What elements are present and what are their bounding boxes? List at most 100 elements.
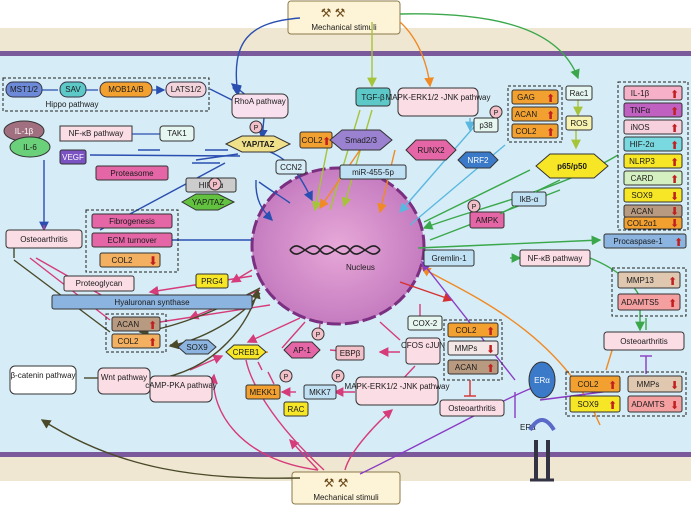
runx2-node (405, 139, 457, 161)
down-arrow-icon: ⬇ (670, 191, 679, 203)
svg-text:P: P (316, 332, 321, 339)
svg-text:iNOS: iNOS (630, 123, 649, 132)
svg-text:IL-1β: IL-1β (631, 89, 650, 98)
osteoarthritis-left: Osteoarthritis (20, 235, 68, 244)
svg-text:SOX9: SOX9 (186, 343, 208, 352)
wnt-node: Wnt pathway (101, 373, 147, 382)
proteasome-node: Proteasome (110, 169, 154, 178)
smad-node (329, 129, 393, 151)
up-arrow-icon: ⬆ (674, 237, 683, 249)
svg-text:COL2: COL2 (516, 127, 537, 136)
nfkb-left: NF-κB pathway (69, 129, 124, 138)
up-arrow-icon: ⬆ (546, 93, 555, 105)
up-arrow-icon: ⬆ (670, 89, 679, 101)
down-arrow-icon: ⬇ (670, 400, 679, 412)
sav-node: SAV (65, 85, 81, 94)
up-arrow-icon: ⬆ (546, 127, 555, 139)
svg-text:P: P (472, 204, 477, 211)
svg-text:NRF2: NRF2 (468, 156, 489, 165)
tak1-node: TAK1 (167, 129, 187, 138)
ampk-node: AMPK (476, 216, 499, 225)
svg-text:COL2: COL2 (112, 256, 133, 265)
rac-node: RAC (288, 405, 305, 414)
down-arrow-icon: ⬇ (670, 206, 679, 218)
up-arrow-icon: ⬆ (670, 123, 679, 135)
osteoarthritis-center: Osteoarthritis (448, 404, 496, 413)
nrf2-node (457, 151, 499, 169)
down-arrow-icon: ⬇ (670, 218, 679, 230)
procaspase-node: Procaspase-1 (613, 237, 663, 246)
yaptaz2-node (180, 193, 236, 211)
p65p50-node (535, 153, 609, 179)
up-arrow-icon: ⬆ (668, 298, 677, 310)
svg-text:COL2α1: COL2α1 (627, 219, 658, 228)
ccn2-node: CCN2 (280, 163, 302, 172)
up-arrow-icon: ⬆ (670, 106, 679, 118)
mir455-node: miR-455-5p (352, 168, 394, 177)
hammer-icon: ⚒ ⚒ (324, 476, 349, 490)
up-arrow-icon: ⬆ (148, 320, 157, 332)
svg-text:P: P (213, 182, 218, 189)
cfos-node: CFOS cJUN (401, 341, 445, 350)
svg-text:Fibrogenesis: Fibrogenesis (109, 217, 155, 226)
gag-acan-col2-right: GAG ⬆ ACAN ⬆ COL2 ⬆ (507, 85, 563, 143)
svg-text:COL2: COL2 (118, 337, 139, 346)
up-arrow-icon: ⬆ (148, 337, 157, 349)
up-arrow-icon: ⬆ (670, 140, 679, 152)
hippo-label: Hippo pathway (46, 100, 99, 109)
bcatenin-node: β-catenin pathway (10, 371, 75, 380)
up-arrow-icon: ⬆ (668, 276, 677, 288)
mapk-bottom-node: MAPK-ERK1/2 -JNK pathway (345, 382, 450, 391)
svg-text:P: P (284, 374, 289, 381)
svg-text:ACAN: ACAN (631, 207, 653, 216)
svg-text:COL2: COL2 (578, 380, 599, 389)
mst-node: MST1/2 (10, 85, 39, 94)
hippo-pathway-group: MST1/2 SAV MOB1A/B LATS1/2 Hippo pathway (2, 77, 210, 112)
cox2-node: COX-2 (413, 319, 438, 328)
lats-node: LATS1/2 (171, 85, 202, 94)
svg-text:IL-6: IL-6 (23, 143, 37, 152)
proteoglycan-node: Proteoglycan (76, 279, 123, 288)
down-arrow-icon: ⬇ (670, 380, 679, 392)
svg-text:CARD: CARD (631, 174, 654, 183)
svg-text:Smad2/3: Smad2/3 (345, 136, 378, 145)
p38-node: p38 (479, 121, 493, 130)
inflammatory-markers: IL-1β ⬆ TNFα ⬆ iNOS ⬆ HIF-2α ⬆ NLRP3 ⬆ C… (617, 81, 689, 231)
gremlin-node: Gremlin-1 (431, 254, 467, 263)
phospho-badge: P (254, 125, 259, 132)
rhoa-node: RhoA pathway (234, 97, 286, 106)
prg4-node: PRG4 (201, 277, 223, 286)
hyaluronan-node: Hyaluronan synthase (114, 298, 190, 307)
nfkb-right: NF-κB pathway (528, 254, 583, 263)
svg-text:TNFα: TNFα (630, 106, 651, 115)
svg-text:SOX9: SOX9 (631, 191, 653, 200)
tgfb-node: TGF-β (361, 93, 385, 102)
svg-text:COL2: COL2 (456, 326, 477, 335)
ap1-node (283, 341, 321, 359)
mechanical-stimuli-bottom: ⚒ ⚒ Mechanical stimuli (291, 471, 401, 505)
svg-text:CREB1: CREB1 (233, 348, 260, 357)
fibro-group: Fibrogenesis ECM turnover COL2 ⬇ (85, 209, 179, 273)
svg-text:ACAN: ACAN (455, 363, 477, 372)
acan-col2-left: ACAN ⬆ COL2 ⬆ (105, 313, 167, 353)
era-receptor-icon (528, 418, 556, 482)
nucleus-label: Nucleus (346, 263, 375, 272)
svg-text:IL-1β: IL-1β (15, 127, 34, 136)
svg-text:Mechanical stimuli: Mechanical stimuli (313, 493, 379, 502)
ikba-node: IkB-α (520, 195, 539, 204)
svg-text:YAP/TAZ: YAP/TAZ (242, 140, 275, 149)
vegf-node: VEGF (62, 153, 84, 162)
mob-node: MOB1A/B (108, 85, 144, 94)
mkk7-node: MKK7 (309, 388, 331, 397)
svg-text:NLRP3: NLRP3 (629, 157, 655, 166)
svg-text:AP-1: AP-1 (293, 346, 311, 355)
svg-text:MMPs: MMPs (455, 344, 478, 353)
svg-text:RUNX2: RUNX2 (417, 146, 445, 155)
svg-text:p65/p50: p65/p50 (557, 162, 587, 171)
up-arrow-icon: ⬆ (670, 174, 679, 186)
up-arrow-icon: ⬆ (322, 136, 331, 148)
svg-text:ECM turnover: ECM turnover (107, 236, 157, 245)
mmp13-adamts5-group: MMP13 ⬆ ADAMTS5 ⬆ (611, 267, 687, 317)
up-arrow-icon: ⬆ (486, 363, 495, 375)
svg-text:ADAMTS: ADAMTS (631, 400, 664, 409)
